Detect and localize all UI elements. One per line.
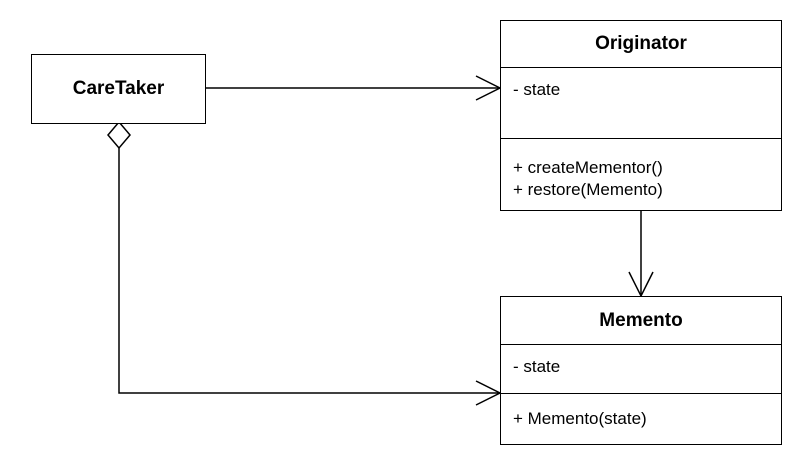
caretaker-class[interactable]: CareTaker bbox=[31, 54, 206, 124]
memento-attribute: - state bbox=[513, 357, 561, 376]
originator-methods: + createMementor() + restore(Memento) bbox=[501, 138, 781, 210]
originator-class-name: Originator bbox=[595, 33, 687, 54]
memento-attributes: - state bbox=[501, 344, 781, 393]
originator-class[interactable]: Originator - state + createMementor() + … bbox=[500, 20, 782, 211]
memento-class-name: Memento bbox=[599, 310, 683, 331]
caretaker-to-originator-association bbox=[206, 75, 502, 101]
aggregation-diamond-icon bbox=[107, 120, 131, 150]
caretaker-class-name: CareTaker bbox=[72, 78, 165, 99]
originator-method: + restore(Memento) bbox=[513, 180, 663, 199]
memento-method: + Memento(state) bbox=[513, 409, 647, 428]
originator-to-memento-association bbox=[628, 211, 654, 298]
originator-attributes: - state bbox=[501, 67, 781, 138]
originator-method: + createMementor() bbox=[513, 158, 663, 177]
caretaker-to-memento-aggregation bbox=[107, 120, 502, 406]
memento-class[interactable]: Memento - state + Memento(state) bbox=[500, 296, 782, 445]
memento-methods: + Memento(state) bbox=[501, 393, 781, 444]
originator-attribute: - state bbox=[513, 80, 561, 99]
